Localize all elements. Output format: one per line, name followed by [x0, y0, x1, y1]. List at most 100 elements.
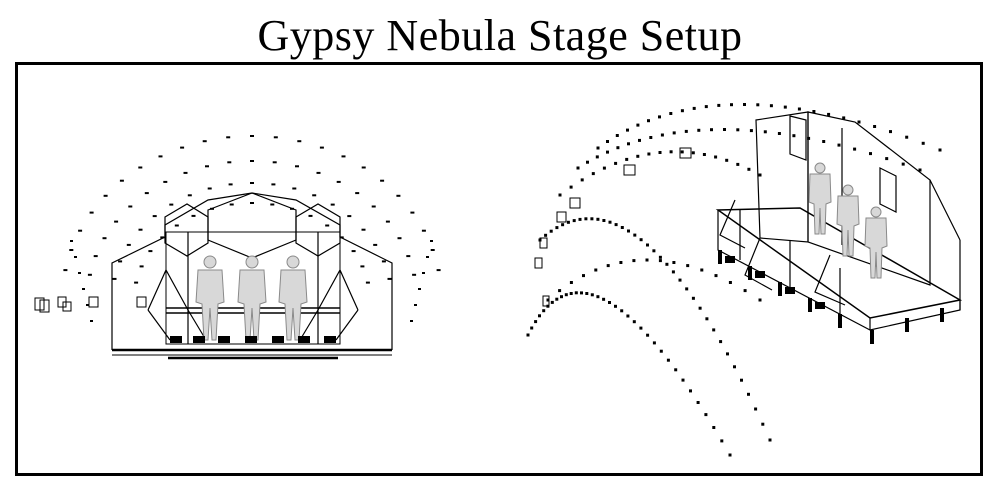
light-fixture-dot: [652, 249, 656, 253]
light-fixture-dot: [569, 185, 573, 189]
light-fixture-dot: [555, 226, 559, 230]
light-fixture-dot: [666, 358, 670, 362]
light-fixture-dot: [842, 116, 846, 120]
light-fixture-dot: [351, 250, 356, 253]
light-fixture-dot: [616, 146, 620, 150]
light-fixture-dot: [627, 142, 630, 146]
light-fixture-dot: [297, 140, 302, 143]
light-fixture-dot: [347, 215, 352, 218]
light-fixture-dot: [602, 166, 606, 170]
light-fixture-dot: [736, 162, 740, 166]
light-fixture-dot: [319, 146, 324, 149]
light-fixture-dot: [250, 182, 254, 184]
light-fixture-dot: [728, 281, 732, 284]
light-fixture-dot: [538, 314, 541, 318]
light-fixture-dot: [692, 106, 696, 110]
light-fixture-dot: [542, 309, 546, 313]
light-fixture-dot: [733, 365, 736, 369]
light-fixture-dot: [569, 281, 573, 284]
light-fixture-dot: [696, 401, 700, 404]
light-fixture-dot: [633, 233, 637, 237]
light-fixture-dot: [632, 320, 636, 324]
light-fixture-dot: [614, 223, 618, 227]
light-fixture-dot: [590, 217, 594, 221]
light-fixture-dot: [685, 287, 689, 291]
light-fixture-dot: [680, 150, 684, 154]
light-fixture-dot: [365, 281, 370, 284]
light-fixture-dot: [371, 205, 376, 208]
light-fixture-dot: [627, 229, 630, 233]
diagram-frame: [15, 62, 983, 476]
light-fixture-dot: [580, 291, 583, 295]
light-fixture-dot: [608, 220, 612, 224]
light-fixture-dot: [430, 240, 433, 242]
light-fixture-dot: [632, 259, 636, 263]
light-fixture-dot: [561, 223, 565, 227]
light-fixture-dot: [572, 219, 576, 223]
light-fixture-dot: [614, 304, 617, 308]
light-fixture-dot: [69, 249, 74, 251]
light-fixture-dot: [183, 171, 188, 174]
light-fixture-dot: [295, 165, 299, 168]
light-fixture-dot: [704, 413, 708, 417]
light-fixture-dot: [769, 104, 773, 108]
light-fixture-dot: [361, 228, 366, 231]
light-fixture-dot: [118, 260, 123, 263]
light-fixture-dot: [594, 268, 598, 272]
light-fixture-dot: [360, 265, 365, 268]
light-fixture-dot: [652, 341, 656, 345]
light-fixture-dot: [406, 255, 411, 258]
light-fixture-dot: [639, 238, 643, 242]
light-fixture-dot: [410, 211, 415, 214]
light-fixture-dot: [78, 229, 83, 232]
light-fixture-dot: [169, 203, 174, 206]
light-fixture-dot: [566, 220, 570, 224]
light-fixture-dot: [749, 129, 753, 133]
light-fixture-dot: [93, 255, 98, 258]
light-fixture-dot: [726, 352, 729, 356]
light-fixture-dot: [728, 453, 732, 457]
isometric-lighting-arcs: [526, 103, 942, 457]
light-fixture-dot: [596, 146, 600, 150]
light-fixture-dot: [202, 140, 207, 143]
light-fixture-dot: [646, 243, 649, 247]
light-fixture-dot: [558, 193, 562, 197]
light-fixture-dot: [921, 141, 925, 145]
light-fixture-dot: [544, 233, 548, 237]
front-elevation-view: [34, 135, 441, 360]
light-fixture-dot: [740, 378, 743, 382]
light-fixture-dot: [82, 288, 85, 290]
light-fixture-dot: [418, 288, 421, 290]
light-fixture-dot: [421, 229, 426, 232]
light-fixture-dot: [103, 194, 108, 197]
platform-legs: [718, 250, 944, 344]
performer-figures: [195, 255, 308, 341]
light-fixture-dot: [717, 103, 721, 107]
light-fixture-dot: [271, 183, 276, 186]
light-fixture-dot: [250, 160, 254, 162]
light-fixture-dot: [647, 152, 651, 156]
isometric-view: [526, 103, 963, 457]
light-fixture-dot: [702, 153, 706, 156]
light-fixture-dot: [758, 298, 762, 302]
light-fixture-dot: [873, 125, 877, 128]
light-fixture-dot: [620, 226, 624, 229]
light-fixture-dot: [250, 135, 254, 137]
light-fixture-dot: [918, 168, 922, 172]
light-fixture-dot: [783, 105, 787, 109]
light-fixture-dot: [777, 132, 781, 135]
light-fixture-dot: [387, 277, 392, 280]
light-fixture-dot: [385, 220, 390, 223]
light-fixture-dot: [649, 136, 653, 139]
light-fixture-dot: [152, 215, 157, 218]
light-fixture-dot: [549, 229, 553, 233]
light-fixture-dot: [659, 349, 663, 353]
light-fixture-dot: [638, 138, 641, 142]
light-fixture-dot: [889, 130, 892, 134]
light-fixture-dot: [163, 180, 168, 183]
light-fixture-dot: [615, 134, 619, 137]
light-fixture-dot: [86, 304, 89, 306]
light-fixture-dot: [620, 309, 624, 313]
light-fixture-dot: [723, 128, 726, 131]
